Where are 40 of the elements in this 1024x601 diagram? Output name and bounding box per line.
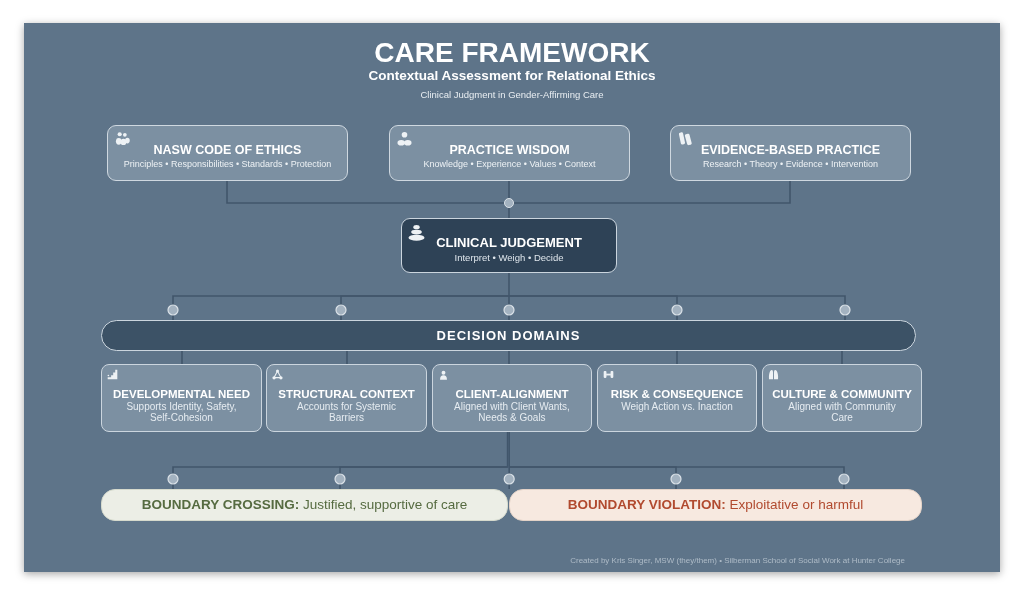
domain-card xyxy=(597,364,757,432)
info-card xyxy=(389,125,630,181)
outcome-pill: BOUNDARY CROSSING: Justified, supportive of care xyxy=(101,489,508,521)
card-description: Aligned with Client Wants, Needs & Goals xyxy=(453,402,571,423)
card-heading: STRUCTURAL CONTEXT xyxy=(278,387,415,402)
card-description: Principles • Responsibilities • Standards • Protection xyxy=(123,158,332,171)
tagline: Clinical Judgment in Gender-Affirming Care xyxy=(420,89,604,101)
credit-line: Created by Kris Singer, MSW (they/them) • Silberman School of Social Work at Hunter College xyxy=(570,556,905,566)
title: CARE FRAMEWORK xyxy=(374,37,650,69)
card-description: Accounts for Systemic Barriers xyxy=(296,402,397,423)
card-heading: CLINICAL JUDGEMENT xyxy=(436,234,582,251)
card-heading: RISK & CONSEQUENCE xyxy=(610,387,744,402)
card-heading: PRACTICE WISDOM xyxy=(449,142,570,158)
card-description: Knowledge • Experience • Values • Context xyxy=(423,158,596,171)
card-description: Research • Theory • Evidence • Intervention xyxy=(703,158,878,171)
connector-line xyxy=(513,180,791,204)
card-heading: CLIENT-ALIGNMENT xyxy=(455,387,569,402)
card-heading: DEVELOPMENTAL NEED xyxy=(113,387,250,402)
subtitle: Contextual Assessment for Relational Ethics xyxy=(368,68,656,84)
judgement-card xyxy=(401,218,617,273)
connector-line xyxy=(226,180,505,204)
section-banner: DECISION DOMAINS xyxy=(101,320,916,351)
domain-card xyxy=(266,364,427,432)
domain-card xyxy=(432,364,592,432)
card-description: Supports Identity, Safety, Self-Cohesion xyxy=(125,402,238,423)
card-heading: NASW CODE OF ETHICS xyxy=(153,142,302,158)
card-heading: EVIDENCE-BASED PRACTICE xyxy=(700,142,881,158)
connector-line xyxy=(167,272,851,321)
card-heading: CULTURE & COMMUNITY xyxy=(772,387,912,402)
connector-line xyxy=(503,431,850,490)
connector-line xyxy=(167,431,509,490)
domain-card xyxy=(762,364,922,432)
card-description: Aligned with Community Care xyxy=(787,402,897,423)
domain-card xyxy=(101,364,262,432)
info-card xyxy=(670,125,911,181)
card-description: Interpret • Weigh • Decide xyxy=(454,251,564,264)
card-description: Weigh Action vs. Inaction xyxy=(621,402,733,413)
info-card xyxy=(107,125,348,181)
junction-dot xyxy=(504,198,514,208)
outcome-pill: BOUNDARY VIOLATION: Exploitative or harmful xyxy=(509,489,922,521)
